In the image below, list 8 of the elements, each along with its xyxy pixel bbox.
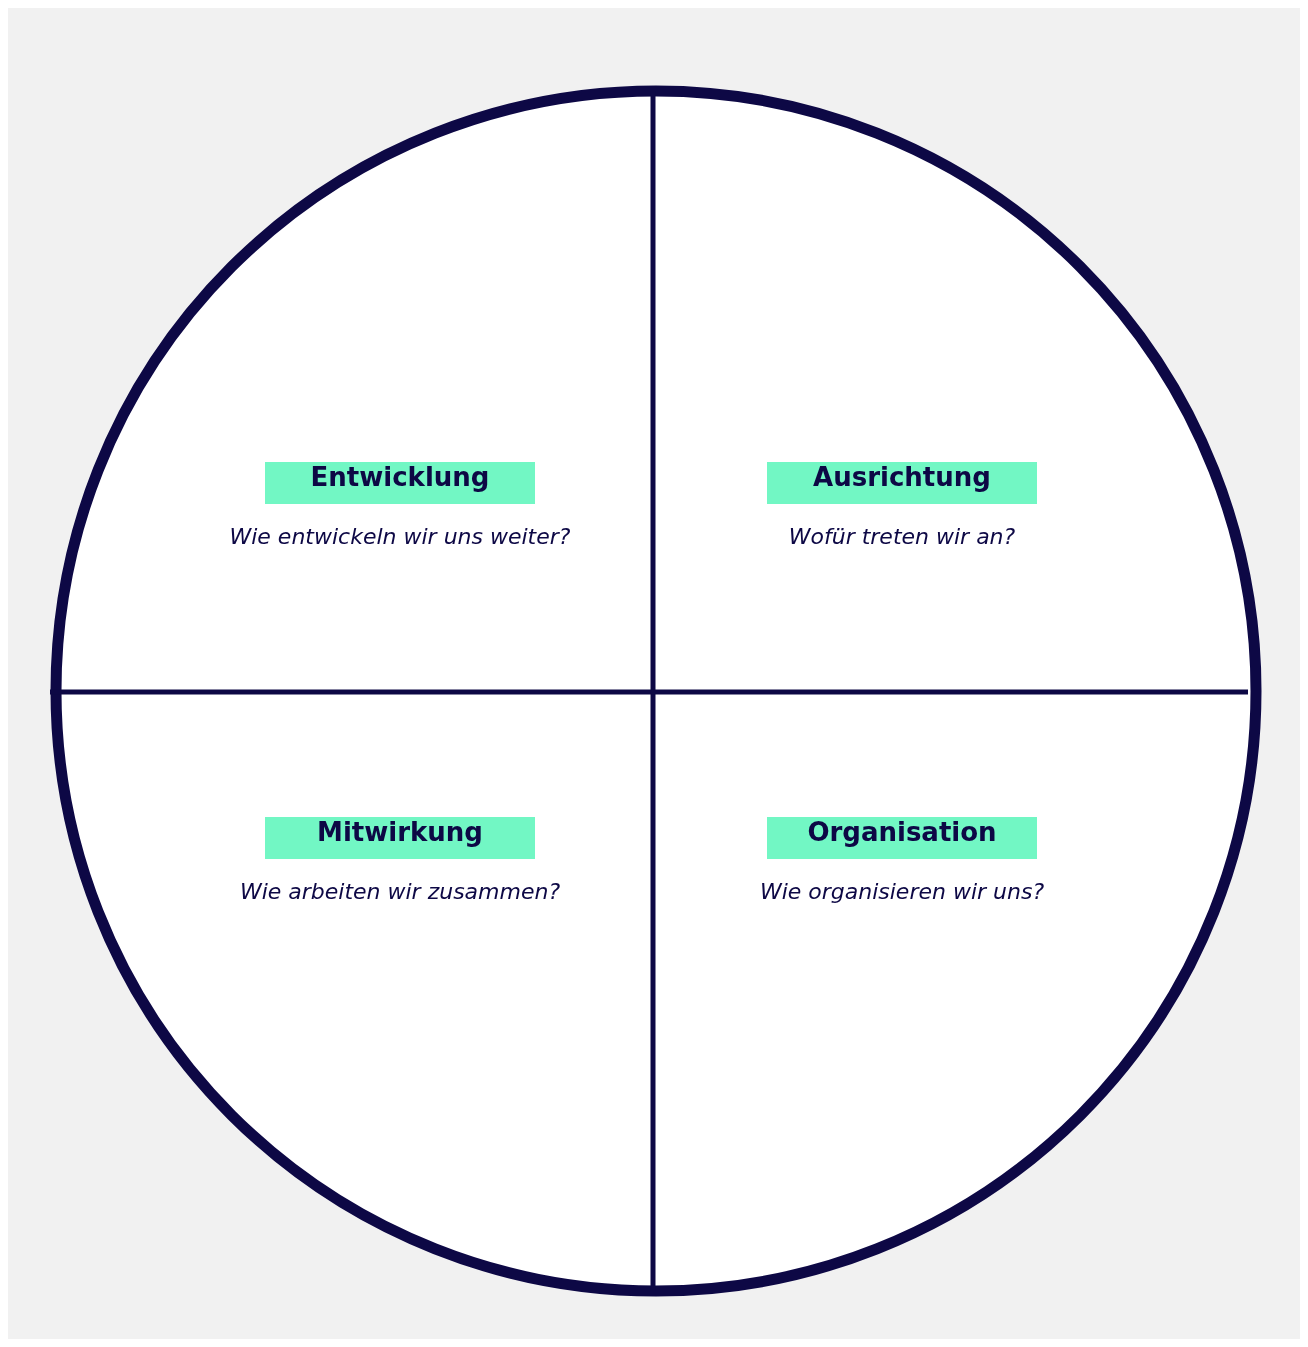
heading-label: Organisation bbox=[767, 817, 1037, 859]
question-text: Wie arbeiten wir zusammen? bbox=[238, 879, 562, 904]
question-text: Wie entwickeln wir uns weiter? bbox=[228, 524, 572, 549]
heading-label: Entwicklung bbox=[265, 462, 535, 504]
question-text: Wofür treten wir an? bbox=[787, 524, 1017, 549]
heading-label: Mitwirkung bbox=[265, 817, 535, 859]
heading-label: Ausrichtung bbox=[767, 462, 1037, 504]
question-text: Wie organisieren wir uns? bbox=[758, 879, 1046, 904]
